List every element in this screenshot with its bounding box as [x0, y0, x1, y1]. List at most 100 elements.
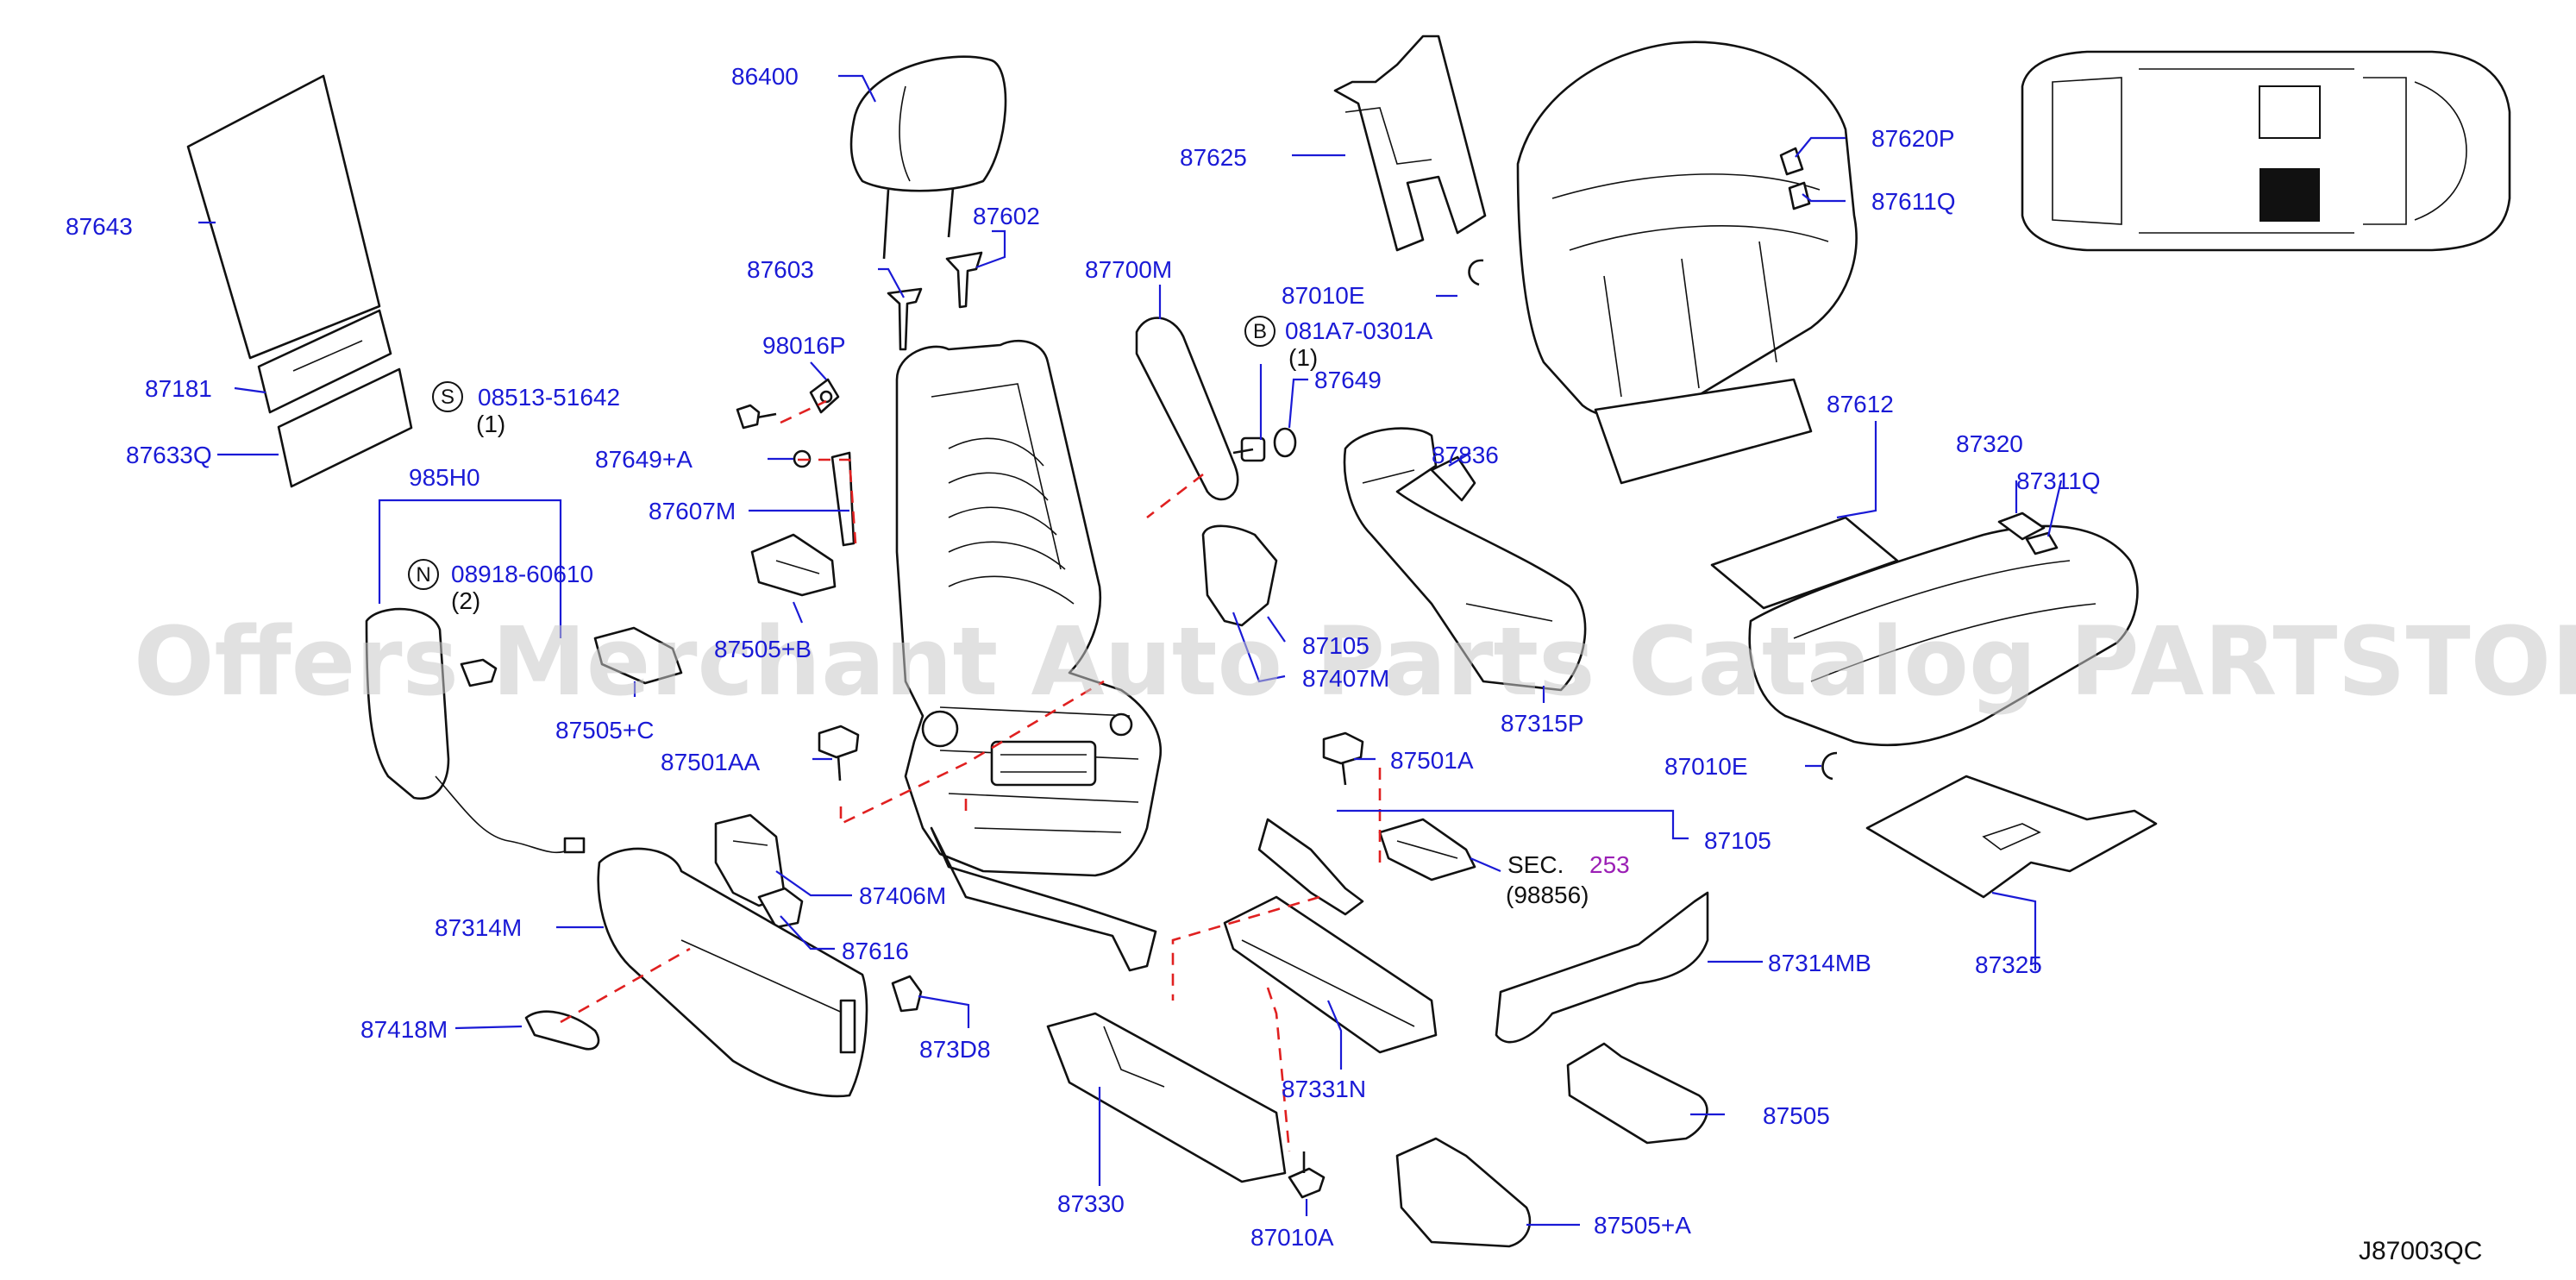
label-87700M[interactable]: 87700M — [1085, 256, 1172, 283]
label-87105-mid[interactable]: 87105 — [1302, 632, 1369, 659]
part-87603-guide — [887, 287, 923, 351]
label-87181[interactable]: 87181 — [145, 375, 212, 402]
part-87010E-clip-top — [1468, 259, 1484, 286]
label-87611Q[interactable]: 87611Q — [1871, 188, 1956, 215]
part-87501AA-bolt — [818, 725, 860, 781]
part-87418M-knob — [524, 1010, 600, 1051]
label-08513-51642[interactable]: 08513-51642 — [478, 384, 620, 411]
label-08918-60610[interactable]: 08918-60610 — [451, 561, 593, 587]
label-08513-qty: (1) — [476, 411, 505, 437]
label-sec-sub: (98856) — [1506, 882, 1589, 908]
vehicle-top-view-icon — [2021, 50, 2511, 252]
label-sec-253[interactable]: 253 — [1589, 851, 1630, 878]
leader-lines — [198, 74, 2063, 1227]
part-87314M-finisher — [597, 847, 868, 1098]
part-87010A-bolt — [1288, 1151, 1326, 1199]
label-87602[interactable]: 87602 — [973, 203, 1040, 229]
part-87505A-cover — [1395, 1137, 1532, 1248]
label-sec: SEC. — [1507, 851, 1564, 878]
part-87315P-cover — [1343, 427, 1587, 692]
part-87616-bracket — [757, 887, 804, 929]
part-98016P-clip — [809, 378, 840, 414]
label-873D8[interactable]: 873D8 — [919, 1036, 991, 1063]
svg-text:B: B — [1253, 320, 1267, 343]
label-87010E-right[interactable]: 87010E — [1664, 753, 1748, 780]
diagram-code: J87003QC — [2359, 1237, 2482, 1265]
marker-b: B — [1244, 316, 1275, 347]
part-87611Q-tab — [1788, 181, 1811, 210]
label-081A7-qty: (1) — [1288, 344, 1318, 371]
part-08918-bolt — [460, 658, 498, 687]
label-86400[interactable]: 86400 — [731, 63, 799, 90]
label-87010E-top[interactable]: 87010E — [1282, 282, 1365, 309]
label-87325[interactable]: 87325 — [1975, 951, 2042, 978]
label-87649[interactable]: 87649 — [1314, 367, 1382, 393]
part-87330-lower-cover — [1046, 1012, 1287, 1183]
svg-text:S: S — [441, 386, 454, 409]
part-873D8-clip — [891, 975, 923, 1013]
svg-text:N: N — [416, 563, 430, 587]
label-87607M[interactable]: 87607M — [649, 498, 736, 524]
part-87505-cover — [1566, 1042, 1708, 1145]
label-87320[interactable]: 87320 — [1956, 430, 2023, 457]
label-081A7-0301A[interactable]: 081A7-0301A — [1285, 317, 1433, 344]
part-87602-guide — [945, 251, 983, 309]
part-sec253-sensor — [1378, 818, 1476, 882]
part-seatback-cover — [1516, 41, 1858, 485]
label-87105[interactable]: 87105 — [1704, 827, 1771, 854]
part-87010E-clip-right — [1821, 751, 1838, 781]
part-labels: 86400 87643 87602 87603 87625 87620P 876… — [66, 63, 2101, 1251]
part-bolt-08513 — [736, 404, 777, 430]
part-87314MB-finisher — [1495, 891, 1709, 1044]
highlighted-seat — [2259, 168, 2320, 222]
part-seat-frame-assembly — [895, 339, 1364, 972]
label-87314M[interactable]: 87314M — [435, 914, 522, 941]
label-87836[interactable]: 87836 — [1432, 442, 1499, 468]
label-87407M[interactable]: 87407M — [1302, 665, 1389, 692]
label-87501AA[interactable]: 87501AA — [661, 749, 761, 775]
label-87314MB[interactable]: 87314MB — [1768, 950, 1871, 976]
part-87625-backboard — [1333, 35, 1487, 252]
label-87616[interactable]: 87616 — [842, 938, 909, 964]
part-87105-mid-cover — [1201, 524, 1278, 627]
label-87505C[interactable]: 87505+C — [555, 717, 654, 744]
label-87501A[interactable]: 87501A — [1390, 747, 1474, 774]
marker-s: S — [432, 381, 463, 412]
label-87603[interactable]: 87603 — [747, 256, 814, 283]
label-87505[interactable]: 87505 — [1763, 1102, 1830, 1129]
part-87643-panel — [186, 74, 381, 360]
label-87625[interactable]: 87625 — [1180, 144, 1247, 171]
label-87505A[interactable]: 87505+A — [1594, 1212, 1691, 1239]
label-87612[interactable]: 87612 — [1827, 391, 1894, 417]
part-87501A-bolt — [1322, 731, 1364, 786]
marker-n: N — [408, 559, 439, 590]
label-87633Q[interactable]: 87633Q — [126, 442, 212, 468]
label-87643[interactable]: 87643 — [66, 213, 133, 240]
label-98016P[interactable]: 98016P — [762, 332, 846, 359]
part-86400-headrest — [849, 55, 1007, 260]
label-87311Q[interactable]: 87311Q — [2016, 467, 2101, 494]
watermark: Offers Merchant Auto Parts Catalog PARTS… — [134, 606, 2576, 717]
part-87607M-bracket — [830, 451, 856, 547]
part-081A7-bolt — [1232, 436, 1266, 462]
label-985H0[interactable]: 985H0 — [409, 464, 480, 491]
label-87649A[interactable]: 87649+A — [595, 446, 693, 473]
label-87331N[interactable]: 87331N — [1282, 1076, 1366, 1102]
part-87700M-pad — [1135, 317, 1239, 501]
label-87406M[interactable]: 87406M — [859, 882, 946, 909]
label-87330[interactable]: 87330 — [1057, 1190, 1125, 1217]
label-87010A[interactable]: 87010A — [1250, 1224, 1334, 1251]
part-87325-pad — [1865, 775, 2158, 899]
label-87418M[interactable]: 87418M — [360, 1016, 448, 1043]
label-08918-qty: (2) — [451, 587, 480, 614]
part-87836-bracket — [1430, 455, 1476, 502]
part-87633Q-pad — [277, 367, 413, 488]
reference-dash-lines — [560, 399, 1382, 1152]
label-87620P[interactable]: 87620P — [1871, 125, 1955, 152]
label-87505B[interactable]: 87505+B — [714, 636, 812, 662]
part-985H0-airbag — [365, 607, 586, 854]
part-87320-cushion — [1748, 511, 2139, 747]
label-87315P[interactable]: 87315P — [1501, 710, 1584, 737]
part-87649-ring — [1273, 427, 1297, 458]
